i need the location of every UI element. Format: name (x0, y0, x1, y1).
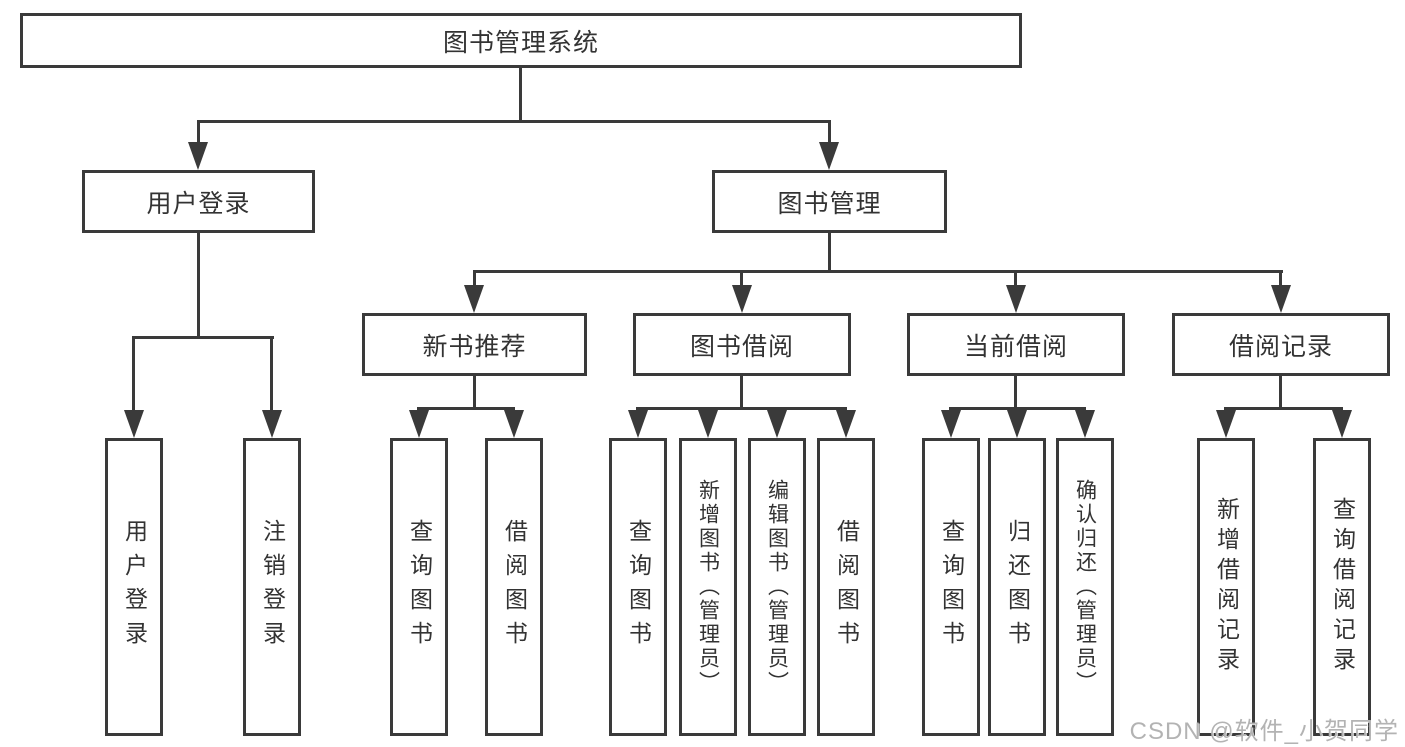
node-new-book-recommend-label: 新书推荐 (422, 332, 527, 361)
arrowhead-leaf-borrow-books-recommend (504, 410, 524, 438)
node-current-borrowing: 当前借阅 (907, 313, 1125, 376)
arrowhead-leaf-borrow-books-borrowing (836, 410, 856, 438)
leaf-borrow-books-borrowing-label: 借阅图书 (833, 519, 860, 655)
connector-book-borrowing-stub (740, 270, 743, 288)
connector-user-login-drop (197, 233, 200, 338)
leaf-user-login-label: 用户登录 (121, 519, 148, 655)
arrowhead-leaf-query-books-borrowing (628, 410, 648, 438)
arrowhead-leaf-query-borrow-record (1332, 410, 1352, 438)
leaf-add-books-admin-label: 新增图书（管理员） (696, 479, 720, 695)
connector-leaf-user-login-stub (132, 336, 135, 414)
node-user-login: 用户登录 (82, 170, 315, 233)
node-book-management-label: 图书管理 (777, 189, 882, 218)
connector-new-book-recommend-drop (473, 375, 476, 408)
node-book-management: 图书管理 (712, 170, 947, 233)
connector-current-borrowing-stub (1014, 270, 1017, 288)
connector-new-book-recommend-stub (473, 270, 476, 288)
connector-borrowing-records-drop (1279, 375, 1282, 408)
node-user-login-label: 用户登录 (146, 189, 251, 218)
connector-book-management-stub (828, 120, 831, 145)
node-new-book-recommend: 新书推荐 (362, 313, 587, 376)
connector-user-login-branch (133, 336, 274, 339)
arrowhead-leaf-query-books-recommend (409, 410, 429, 438)
node-book-borrowing-label: 图书借阅 (689, 332, 794, 361)
node-root-label: 图书管理系统 (442, 28, 599, 57)
connector-borrowing-branch (636, 407, 847, 410)
node-borrowing-records: 借阅记录 (1172, 313, 1390, 376)
arrowhead-new-book-recommend (464, 285, 484, 313)
connector-borrowing-records-stub (1279, 270, 1282, 288)
node-borrowing-records-label: 借阅记录 (1228, 332, 1333, 361)
node-book-borrowing: 图书借阅 (633, 313, 851, 376)
node-root: 图书管理系统 (20, 13, 1022, 68)
leaf-confirm-return-admin-label: 确认归还（管理员） (1073, 479, 1097, 695)
connector-recommend-branch (417, 407, 515, 410)
arrowhead-leaf-user-login (124, 410, 144, 438)
arrowhead-current-borrowing (1006, 285, 1026, 313)
leaf-user-login: 用户登录 (105, 438, 163, 736)
node-current-borrowing-label: 当前借阅 (963, 332, 1068, 361)
connector-level3-branch (473, 270, 1283, 273)
leaf-borrow-books-recommend-label: 借阅图书 (501, 519, 528, 655)
leaf-query-books-borrowing-label: 查询图书 (625, 519, 652, 655)
leaf-logout: 注销登录 (243, 438, 301, 736)
connector-root-drop (519, 68, 522, 121)
arrowhead-book-borrowing (732, 285, 752, 313)
leaf-edit-books-admin: 编辑图书（管理员） (748, 438, 806, 736)
arrowhead-leaf-add-borrow-record (1216, 410, 1236, 438)
leaf-edit-books-admin-label: 编辑图书（管理员） (765, 479, 789, 695)
connector-book-borrowing-drop (740, 375, 743, 408)
leaf-query-borrow-record-label: 查询借阅记录 (1329, 497, 1356, 677)
leaf-add-books-admin: 新增图书（管理员） (679, 438, 737, 736)
arrowhead-borrowing-records (1271, 285, 1291, 313)
leaf-query-books-recommend: 查询图书 (390, 438, 448, 736)
connector-current-borrowing-drop (1014, 375, 1017, 408)
arrowhead-leaf-confirm-return (1075, 410, 1095, 438)
leaf-return-books-label: 归还图书 (1004, 519, 1031, 655)
arrowhead-leaf-edit-books (767, 410, 787, 438)
connector-leaf-logout-stub (270, 336, 273, 414)
arrowhead-leaf-logout (262, 410, 282, 438)
arrowhead-book-management (819, 142, 839, 170)
arrowhead-user-login (188, 142, 208, 170)
leaf-query-borrow-record: 查询借阅记录 (1313, 438, 1371, 736)
connector-user-login-stub (197, 120, 200, 145)
leaf-borrow-books-recommend: 借阅图书 (485, 438, 543, 736)
csdn-watermark: CSDN @软件_小贺同学 (1129, 718, 1399, 745)
leaf-query-books-current: 查询图书 (922, 438, 980, 736)
leaf-confirm-return-admin: 确认归还（管理员） (1056, 438, 1114, 736)
leaf-query-books-recommend-label: 查询图书 (406, 519, 433, 655)
leaf-query-books-borrowing: 查询图书 (609, 438, 667, 736)
connector-book-management-drop (828, 232, 831, 272)
arrowhead-leaf-add-books (698, 410, 718, 438)
leaf-logout-label: 注销登录 (259, 519, 286, 655)
leaf-add-borrow-record: 新增借阅记录 (1197, 438, 1255, 736)
leaf-return-books: 归还图书 (988, 438, 1046, 736)
connector-records-branch (1224, 407, 1343, 410)
leaf-borrow-books-borrowing: 借阅图书 (817, 438, 875, 736)
leaf-add-borrow-record-label: 新增借阅记录 (1213, 497, 1240, 677)
leaf-query-books-current-label: 查询图书 (938, 519, 965, 655)
arrowhead-leaf-query-books-current (941, 410, 961, 438)
arrowhead-leaf-return-books (1007, 410, 1027, 438)
connector-level2-branch (197, 120, 831, 123)
